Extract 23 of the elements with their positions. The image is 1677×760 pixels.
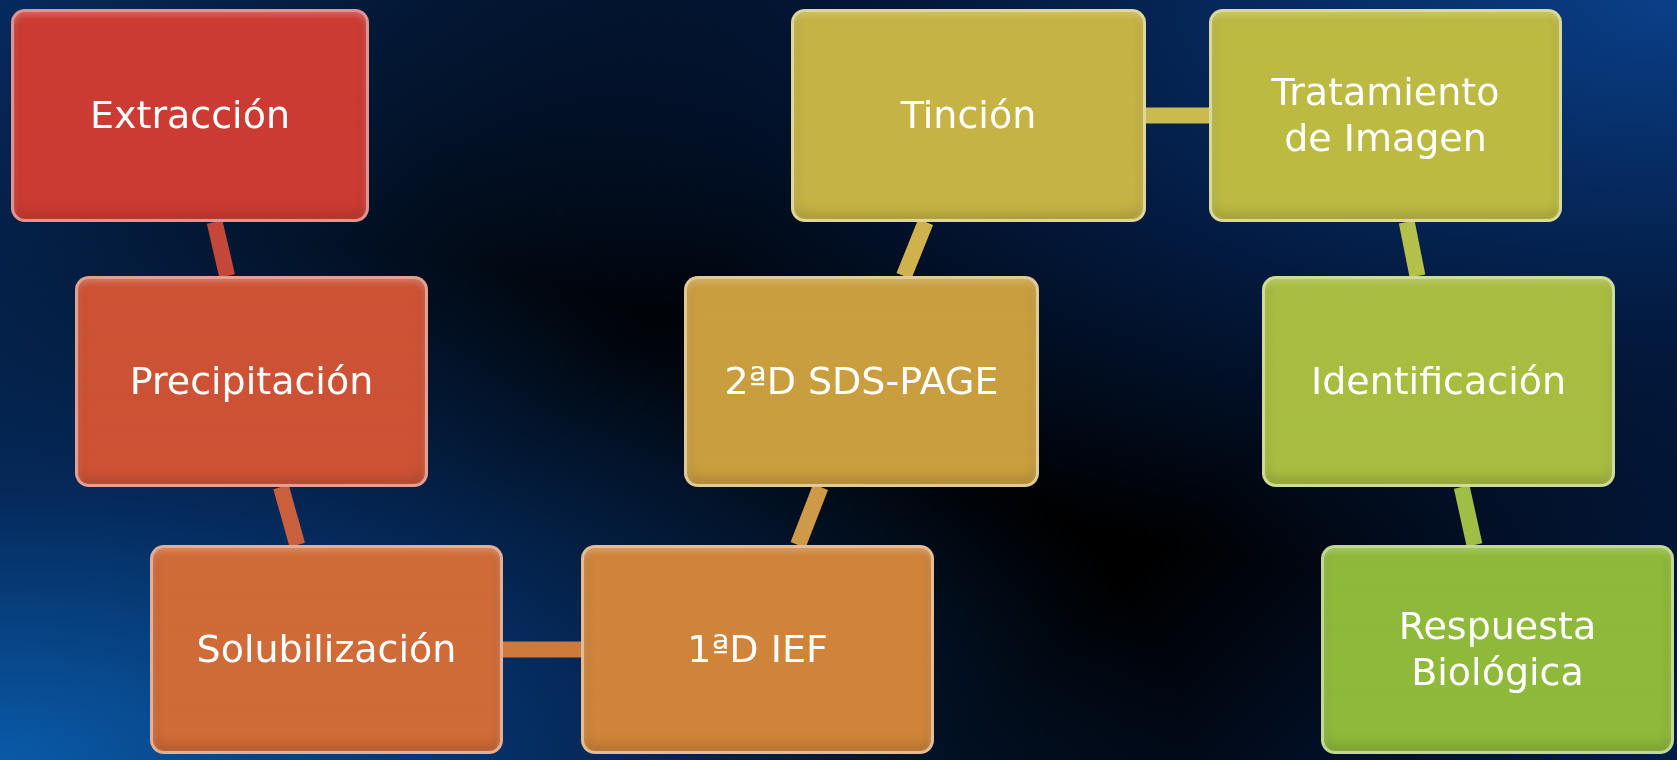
process-box [684,276,1039,487]
process-box [791,9,1146,222]
step-label: 2ªD SDS-PAGE [723,358,1000,405]
connector-line [1453,485,1483,547]
step-label: Precipitación [128,358,375,405]
process-box [1262,276,1615,487]
step-label: Tratamiento de Imagen [1270,69,1501,162]
step-label: Tinción [899,92,1038,139]
connector-line [503,641,581,658]
step-label: 1ªD IEF [686,626,829,673]
step-label: Extracción [89,92,291,139]
step-label: Respuesta Biológica [1397,603,1598,696]
process-box [1209,9,1562,222]
connector-line [206,220,235,278]
process-box [150,545,503,754]
step-label: Identificación [1309,358,1568,405]
process-box [11,9,369,222]
process-box [75,276,428,487]
process-box [581,545,934,754]
process-box [1321,545,1674,754]
step-label: Solubilización [195,626,458,673]
connector-line [1146,107,1209,124]
connector-line [1398,220,1426,278]
